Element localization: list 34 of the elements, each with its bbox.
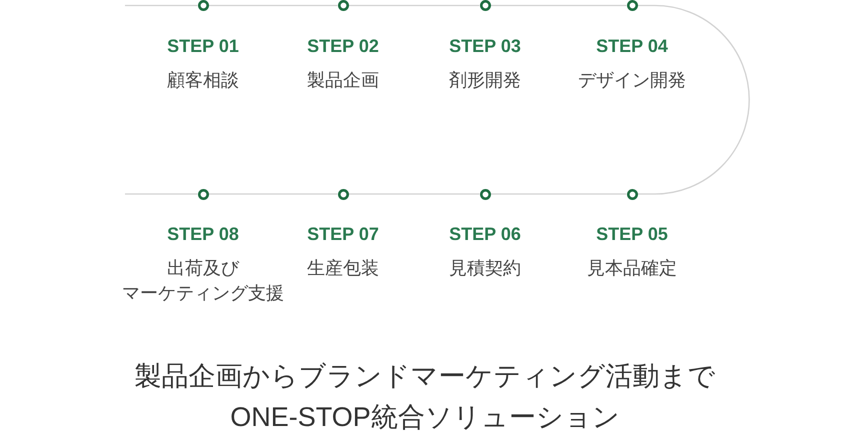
step-label: 生産包装 [307, 257, 379, 280]
timeline-dot [338, 188, 348, 200]
step-label: 剤形開発 [449, 68, 521, 92]
timeline-dot [480, 0, 490, 11]
step-number: STEP 03 [449, 34, 521, 56]
step-label: 製品企画 [307, 68, 379, 92]
timeline-dot [338, 0, 348, 11]
connector-line [638, 4, 750, 195]
step-number: STEP 02 [307, 34, 379, 56]
step-number: STEP 01 [167, 34, 239, 56]
timeline-dot [198, 188, 208, 200]
timeline-dot [198, 0, 208, 11]
connector-line [208, 193, 338, 195]
timeline-dot [626, 188, 638, 200]
connector-line [348, 193, 480, 195]
connector-line [125, 193, 198, 195]
step-label: 出荷及びマーケティング支援 [121, 257, 285, 305]
timeline-dot [626, 0, 638, 11]
step-number: STEP 05 [596, 223, 668, 245]
connector-line [490, 4, 626, 6]
step-label: デザイン開発 [578, 68, 686, 92]
connector-line [208, 4, 338, 6]
step-label: 見本品確定 [587, 257, 677, 280]
step-label: 顧客相談 [167, 68, 239, 92]
step-label: 見積契約 [449, 257, 521, 280]
step-number: STEP 06 [449, 223, 521, 245]
connector-line [348, 4, 480, 6]
step-number: STEP 08 [167, 223, 239, 245]
timeline-dot [480, 188, 490, 200]
connector-line [490, 193, 626, 195]
caption: 製品企画からブランドマーケティング活動までONE-STOP統合ソリューション [134, 360, 716, 434]
step-number: STEP 04 [596, 34, 668, 56]
step-number: STEP 07 [307, 223, 379, 245]
connector-line [125, 4, 198, 6]
